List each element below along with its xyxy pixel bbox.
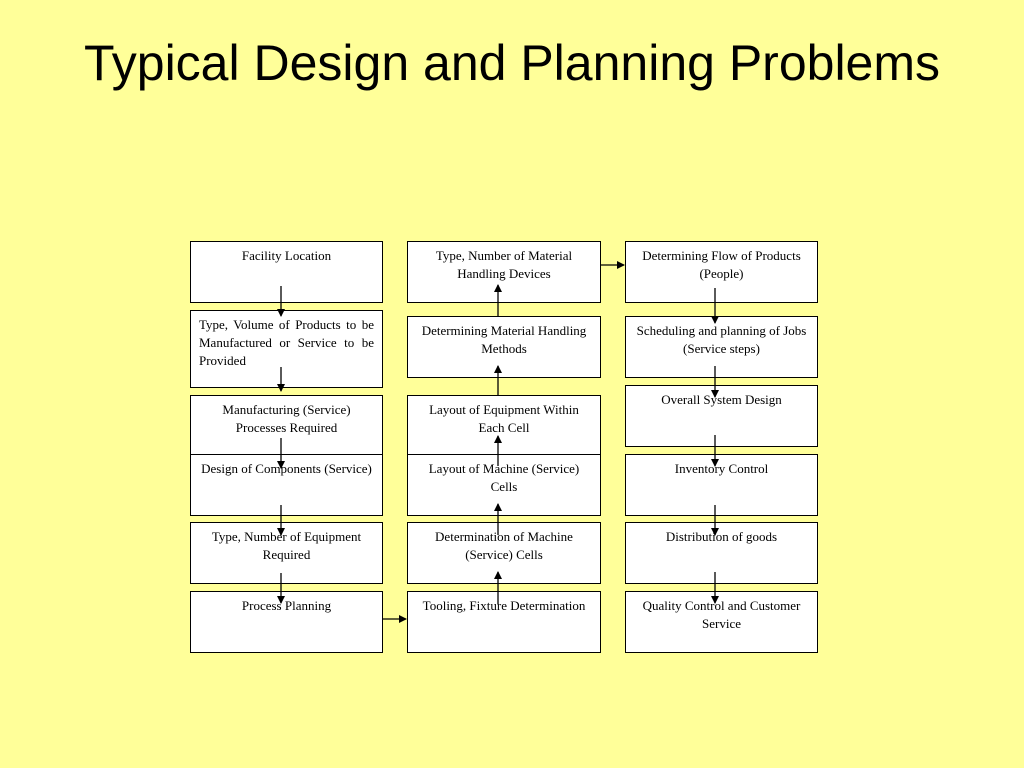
box-determining-flow: Determining Flow of Products (People) xyxy=(625,241,818,303)
box-label: Overall System Design xyxy=(661,392,782,407)
box-label: Distribution of goods xyxy=(665,529,778,544)
page-title: Typical Design and Planning Problems xyxy=(83,35,941,91)
box-manufacturing-processes: Manufacturing (Service) Processes Requir… xyxy=(190,395,383,457)
box-label: Inventory Control xyxy=(674,461,769,476)
box-overall-system-design: Overall System Design xyxy=(625,385,818,447)
box-distribution-goods: Distribution of goods xyxy=(625,522,818,584)
box-type-number-equipment: Type, Number of Equipment Required xyxy=(190,522,383,584)
box-scheduling-planning: Scheduling and planning of Jobs (Service… xyxy=(625,316,818,378)
box-label: Layout of Equipment Within Each Cell xyxy=(429,402,579,435)
box-quality-control: Quality Control and Customer Service xyxy=(625,591,818,653)
box-label: Determining Flow of Products (People) xyxy=(642,248,801,281)
box-label: Manufacturing (Service) Processes Requir… xyxy=(222,402,351,435)
box-layout-equipment-cell: Layout of Equipment Within Each Cell xyxy=(407,395,601,457)
box-process-planning: Process Planning xyxy=(190,591,383,653)
box-determining-mh-methods: Determining Material Handling Methods xyxy=(407,316,601,378)
box-label: Scheduling and planning of Jobs (Service… xyxy=(636,323,807,356)
box-label: Type, Number of Material Handling Device… xyxy=(435,248,573,281)
box-label: Determination of Machine (Service) Cells xyxy=(435,529,573,562)
box-determination-machine-cells: Determination of Machine (Service) Cells xyxy=(407,522,601,584)
box-label: Quality Control and Customer Service xyxy=(642,598,801,631)
box-label: Type, Volume of Products to be Manufactu… xyxy=(199,317,374,368)
box-label: Design of Components (Service) xyxy=(201,461,372,476)
box-label: Type, Number of Equipment Required xyxy=(211,529,362,562)
box-type-volume-products: Type, Volume of Products to be Manufactu… xyxy=(190,310,383,388)
box-label: Process Planning xyxy=(241,598,332,613)
box-label: Facility Location xyxy=(241,248,332,263)
box-layout-machine-cells: Layout of Machine (Service) Cells xyxy=(407,454,601,516)
box-type-number-mh-devices: Type, Number of Material Handling Device… xyxy=(407,241,601,303)
box-label: Tooling, Fixture Determination xyxy=(422,598,586,613)
box-facility-location: Facility Location xyxy=(190,241,383,303)
box-label: Layout of Machine (Service) Cells xyxy=(428,461,580,494)
box-inventory-control: Inventory Control xyxy=(625,454,818,516)
box-design-components: Design of Components (Service) xyxy=(190,454,383,516)
box-label: Determining Material Handling Methods xyxy=(421,323,587,356)
box-tooling-fixture: Tooling, Fixture Determination xyxy=(407,591,601,653)
